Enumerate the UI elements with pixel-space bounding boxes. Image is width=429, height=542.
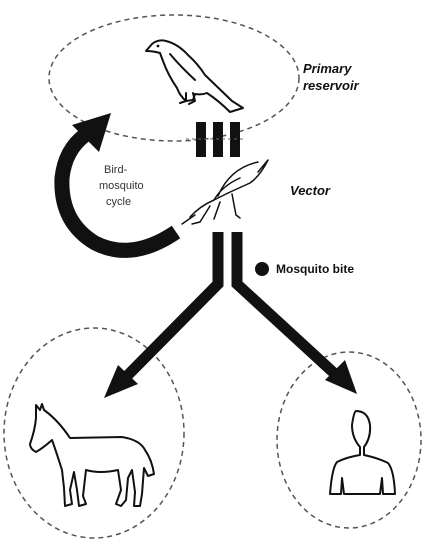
bird-icon — [146, 40, 243, 112]
vector-label: Vector — [290, 183, 331, 198]
mosquito-bite-dot — [255, 262, 269, 276]
primary-reservoir-label: Primary — [303, 61, 352, 76]
human-icon — [330, 411, 395, 494]
left-host-ellipse — [4, 328, 184, 538]
cycle-label-line1: Bird- — [104, 164, 128, 176]
transmission-arrows — [104, 232, 357, 398]
mosquito-icon — [182, 160, 268, 224]
horse-icon — [30, 404, 154, 506]
cycle-label-line2: mosquito — [99, 180, 144, 192]
cycle-label-line3: cycle — [106, 196, 131, 208]
mosquito-bite-label: Mosquito bite — [276, 262, 354, 276]
primary-reservoir-label-line2: reservoir — [303, 78, 360, 93]
